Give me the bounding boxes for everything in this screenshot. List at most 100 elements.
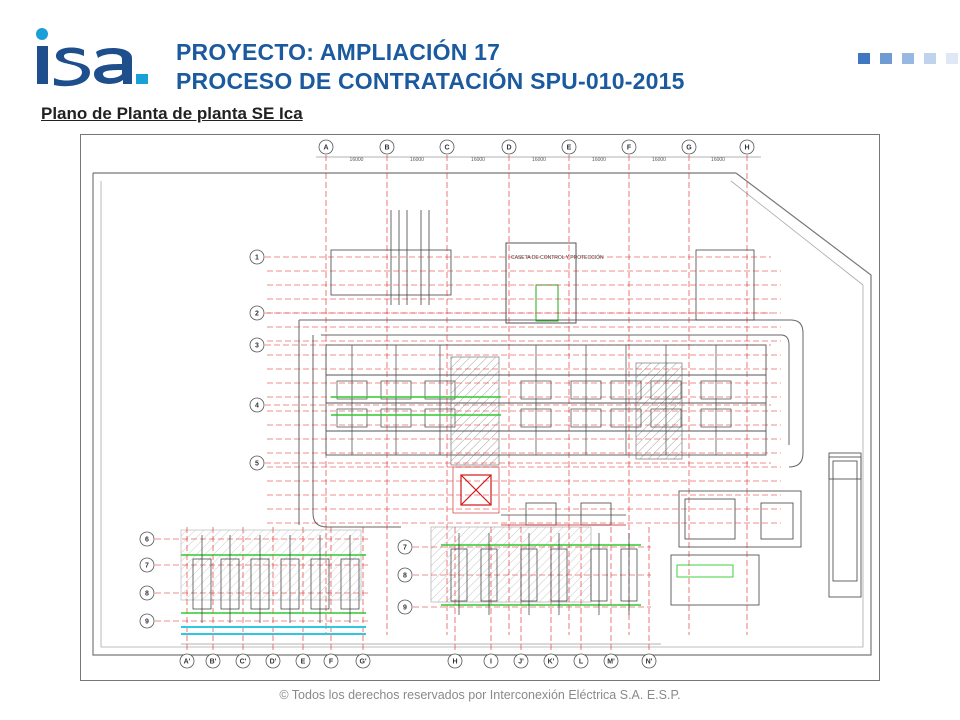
svg-text:C': C' <box>240 659 247 666</box>
bottom-axis-10: K' <box>543 653 559 669</box>
title-line-1: PROYECTO: AMPLIACIÓN 17 <box>176 39 501 65</box>
right-facilities <box>670 452 862 606</box>
svg-text:7: 7 <box>145 563 149 570</box>
left-axis-2: 2 <box>249 305 265 321</box>
top-axis-C: C <box>439 139 455 155</box>
svg-text:K': K' <box>548 659 555 666</box>
top-spacing-label: 16000 <box>592 157 606 163</box>
lower-axis-8: 8 <box>139 585 155 601</box>
square-2 <box>880 53 892 64</box>
left-axis-3: 3 <box>249 337 265 353</box>
svg-text:H: H <box>452 659 457 666</box>
left-axis-4: 4 <box>249 397 265 413</box>
bottom-axis-0: A' <box>179 653 195 669</box>
bottom-axis-1: B' <box>205 653 221 669</box>
copyright-footer: © Todos los derechos reservados por Inte… <box>279 688 681 702</box>
bottom-axis-12: M' <box>603 653 619 669</box>
mid-equipment <box>501 502 626 526</box>
svg-text:2: 2 <box>255 311 259 318</box>
svg-text:L: L <box>579 659 584 666</box>
svg-text:4: 4 <box>255 403 259 410</box>
left-axis-1: 1 <box>249 249 265 265</box>
lower-axis-9: 9 <box>139 613 155 629</box>
bay-outlines <box>336 345 732 455</box>
bottom-axis-2: C' <box>235 653 251 669</box>
svg-text:B: B <box>384 145 389 152</box>
isa-logo: isa <box>32 26 148 87</box>
svg-text:9: 9 <box>145 619 149 626</box>
top-axis-B: B <box>379 139 395 155</box>
top-axis-D: D <box>501 139 517 155</box>
bottom-axis-7: H <box>447 653 463 669</box>
svg-text:isa: isa <box>32 26 34 27</box>
transformer <box>452 466 500 514</box>
bottom-axis-13: N' <box>641 653 657 669</box>
cyan-bus <box>181 626 366 635</box>
main-bus-bays <box>325 344 767 456</box>
title-line-2: PROCESO DE CONTRATACIÓN SPU-010-2015 <box>176 68 685 94</box>
top-axis-A: A <box>318 139 334 155</box>
top-spacing-label: 16000 <box>471 157 485 163</box>
lower-axis-6: 6 <box>139 531 155 547</box>
lower-axis-7: 7 <box>139 557 155 573</box>
svg-text:5: 5 <box>255 461 259 468</box>
axis-bubbles: A16000B16000C16000D16000E16000F16000G160… <box>139 139 761 669</box>
svg-text:G: G <box>686 145 692 152</box>
top-axis-E: E <box>561 139 577 155</box>
svg-text:B': B' <box>210 659 217 666</box>
svg-text:8: 8 <box>145 591 149 598</box>
svg-text:7: 7 <box>403 545 407 552</box>
top-spacing-label: 16000 <box>711 157 725 163</box>
lower-bay-outlines <box>192 533 638 623</box>
bottom-axis-5: F <box>323 653 339 669</box>
svg-text:3: 3 <box>255 343 259 350</box>
floor-plan: CASETA DE CONTROL Y PROTECCIÓN <box>80 134 880 681</box>
mid-axis-7: 7 <box>397 539 413 555</box>
bottom-axis-11: L <box>573 653 589 669</box>
svg-text:9: 9 <box>403 605 407 612</box>
floor-plan-drawing: CASETA DE CONTROL Y PROTECCIÓN <box>92 139 872 669</box>
bottom-axis-6: G' <box>355 653 371 669</box>
bottom-axis-4: E <box>295 653 311 669</box>
svg-text:A: A <box>323 145 328 152</box>
bottom-axis-9: J' <box>513 653 529 669</box>
mid-axis-9: 9 <box>397 599 413 615</box>
svg-text:8: 8 <box>403 573 407 580</box>
bottom-axis-3: D' <box>265 653 281 669</box>
square-4 <box>924 53 936 64</box>
svg-text:I: I <box>490 659 492 666</box>
green-buses <box>181 396 641 614</box>
svg-text:6: 6 <box>145 537 149 544</box>
svg-text:1: 1 <box>255 255 259 262</box>
svg-text:C: C <box>444 145 449 152</box>
svg-text:E: E <box>567 145 572 152</box>
square-5 <box>946 53 958 64</box>
top-axis-G: G <box>681 139 697 155</box>
svg-text:F: F <box>329 659 334 666</box>
top-spacing-label: 16000 <box>410 157 424 163</box>
svg-text:G': G' <box>359 659 366 666</box>
bottom-axis-8: I <box>483 653 499 669</box>
svg-text:CASETA DE CONTROL Y PROTECCIÓN: CASETA DE CONTROL Y PROTECCIÓN <box>511 254 604 261</box>
svg-text:F: F <box>627 145 632 152</box>
svg-text:M': M' <box>607 659 615 666</box>
upper-switchyard <box>330 210 755 321</box>
top-spacing-label: 16000 <box>532 157 546 163</box>
top-spacing-label: 16000 <box>350 157 364 163</box>
mid-axis-8: 8 <box>397 567 413 583</box>
svg-text:A': A' <box>184 659 191 666</box>
svg-text:J': J' <box>518 659 524 666</box>
svg-text:D: D <box>506 145 511 152</box>
square-3 <box>902 53 914 64</box>
slide-subtitle: Plano de Planta de planta SE Ica <box>41 104 303 123</box>
slide-title: PROYECTO: AMPLIACIÓN 17 PROCESO DE CONTR… <box>176 38 685 96</box>
red-grid-lines <box>155 155 781 653</box>
square-1 <box>858 53 870 64</box>
svg-text:E: E <box>301 659 306 666</box>
top-axis-F: F <box>621 139 637 155</box>
svg-text:H: H <box>744 145 749 152</box>
svg-text:N': N' <box>646 659 653 666</box>
svg-text:D': D' <box>270 659 277 666</box>
control-building: CASETA DE CONTROL Y PROTECCIÓN <box>505 242 604 324</box>
left-axis-5: 5 <box>249 455 265 471</box>
